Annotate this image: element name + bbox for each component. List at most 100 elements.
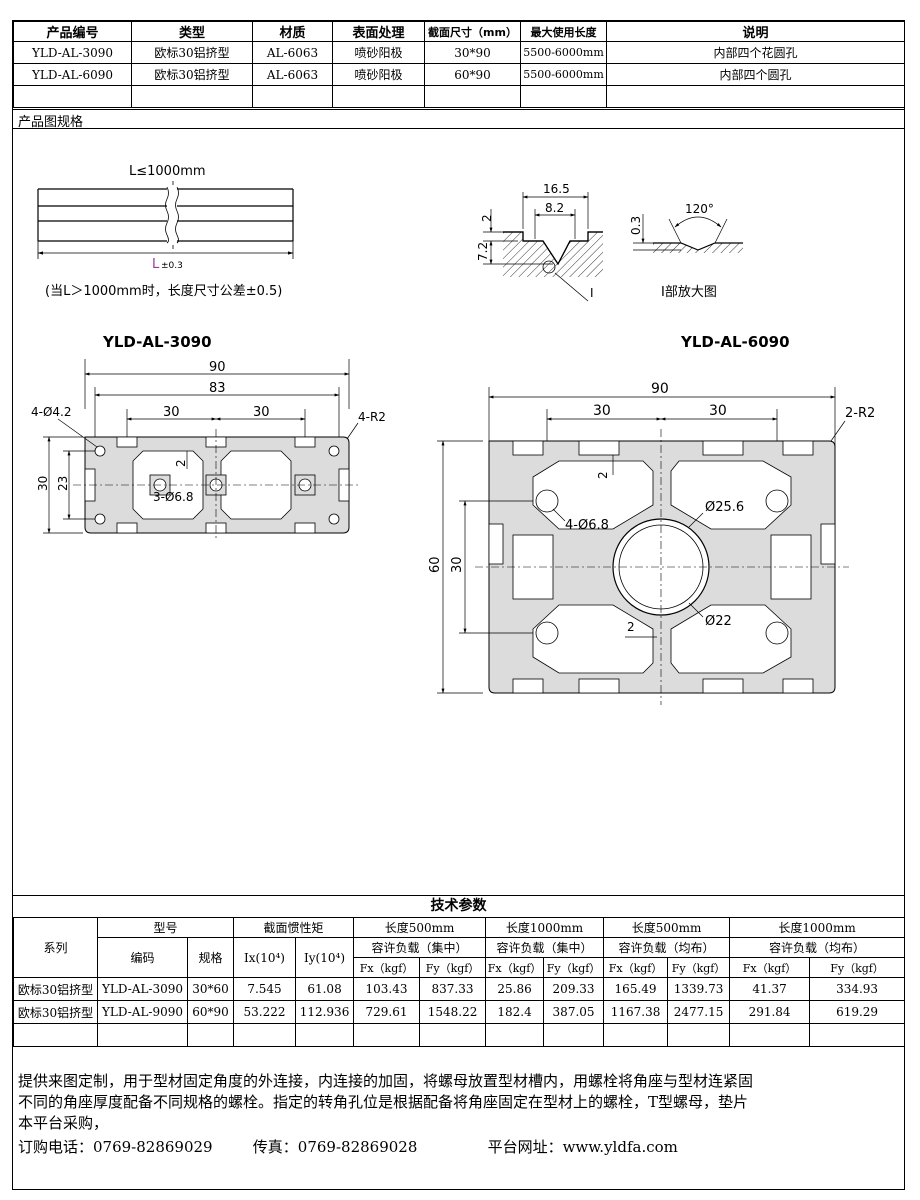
- cell: 30*60: [186, 977, 235, 1001]
- contact-fax: 传真：0769-82869028: [252, 1138, 418, 1156]
- note-line: 不同的角座厚度配备不同规格的螺栓。指定的转角孔位是根据配备将角座固定在型材上的螺…: [18, 1093, 749, 1111]
- cell: 欧标30铝挤型: [13, 977, 98, 1001]
- cell: [13, 1023, 98, 1047]
- cell: [667, 1023, 731, 1047]
- drawing-3090-dim-2: 2: [174, 459, 188, 467]
- cell: 387.05: [543, 1000, 605, 1024]
- detail-drawing: I 16.5 8.2 2 7.2 120° 0.3: [476, 182, 743, 302]
- fy-header: Fy（kgf）: [419, 957, 487, 978]
- fx-header: Fx（kgf）: [603, 957, 669, 978]
- drawing-3090-title: YLD-AL-3090: [102, 333, 212, 351]
- tech-params-title: 技术参数: [430, 898, 487, 914]
- cell: 60*90: [424, 63, 521, 86]
- table-row: 欧标30铝挤型 YLD-AL-9090 60*90 53.222 112.936…: [13, 1000, 906, 1024]
- detail-label-i: I: [590, 286, 594, 300]
- cell: 欧标30铝挤型: [13, 1000, 98, 1024]
- cell: 喷砂阳极: [332, 63, 425, 86]
- ix-header: Ix(10⁴): [233, 937, 297, 978]
- fy-header: Fy（kgf）: [543, 957, 605, 978]
- cell: 729.61: [353, 1000, 421, 1024]
- drawing-3090-radius-label: 4-R2: [358, 410, 386, 424]
- cell: [543, 1023, 605, 1047]
- length-bottom-label: L: [152, 257, 160, 272]
- cell: [729, 1023, 811, 1047]
- header-cell: 材质: [252, 21, 333, 42]
- drawing-6090-dim-2-top: 2: [596, 471, 610, 479]
- cell: 1167.38: [603, 1000, 669, 1024]
- drawing-6090-dia-22: Ø22: [705, 614, 732, 629]
- table-row: 系列 型号 截面惯性矩 长度500mm 长度1000mm 长度500mm 长度1…: [13, 917, 906, 978]
- cell: 60*90: [186, 1000, 235, 1024]
- length-drawing: L≤1000mm L ±0.3 (当L＞1000mm时，长度尺寸公差±0.5): [37, 164, 294, 299]
- cell: AL-6063: [252, 63, 333, 86]
- length-note: (当L＞1000mm时，长度尺寸公差±0.5): [45, 283, 282, 299]
- header-cell: 表面处理: [332, 21, 425, 42]
- product-table-header: 产品编号 类型 材质 表面处理 截面尺寸（mm） 最大使用长度 说明: [13, 21, 905, 42]
- load-header: 容许负载（均布）: [729, 937, 906, 958]
- section-label: 产品图规格: [18, 115, 84, 130]
- note-line: 本平台采购，: [18, 1114, 109, 1132]
- cell: [97, 1023, 188, 1047]
- detail-dim-8-2: 8.2: [545, 201, 564, 215]
- cell: 209.33: [543, 977, 605, 1001]
- cell: [419, 1023, 487, 1047]
- cell: [424, 85, 521, 108]
- drawing-6090-height-30: 30: [450, 556, 465, 573]
- length-tolerance: ±0.3: [161, 261, 183, 271]
- note-line: 提供来图定制，用于型材固定角度的外连接，内连接的加固，将螺母放置型材槽内，用螺栓…: [18, 1072, 754, 1090]
- cell: [295, 1023, 355, 1047]
- cell: 53.222: [233, 1000, 297, 1024]
- fy-header: Fy（kgf）: [809, 957, 906, 978]
- fx-header: Fx（kgf）: [729, 957, 811, 978]
- code-header: 编码: [97, 937, 188, 978]
- cell: [233, 1023, 297, 1047]
- cell: 欧标30铝挤型: [131, 41, 253, 64]
- load-header: 容许负载（均布）: [603, 937, 731, 958]
- divider: [13, 109, 904, 110]
- cell: 165.49: [603, 977, 669, 1001]
- cell: 5500-6000mm: [520, 63, 607, 86]
- drawing-6090-hole-label: 4-Ø6.8: [565, 518, 609, 533]
- spec-sheet: 产品编号 类型 材质 表面处理 截面尺寸（mm） 最大使用长度 说明 YLD-A…: [12, 20, 906, 1190]
- table-row: [13, 1023, 906, 1047]
- len500-header-a: 长度500mm: [353, 917, 487, 938]
- model-header: 型号: [96, 917, 235, 938]
- inertia-header: 截面惯性矩: [233, 917, 355, 938]
- cell: 7.545: [233, 977, 297, 1001]
- length-top-label: L≤1000mm: [129, 164, 206, 179]
- fx-header: Fx（kgf）: [353, 957, 421, 978]
- cell: [13, 85, 132, 108]
- cell: 30*90: [424, 41, 521, 64]
- cell: 61.08: [295, 977, 355, 1001]
- drawing-3090-height-30: 30: [36, 476, 50, 491]
- cell: [131, 85, 253, 108]
- divider: [13, 895, 904, 896]
- drawing-6090-dim-30a: 30: [593, 403, 611, 419]
- cell: [485, 1023, 545, 1047]
- cell: 334.93: [809, 977, 906, 1001]
- technical-drawings: L≤1000mm L ±0.3 (当L＞1000mm时，长度尺寸公差±0.5): [31, 164, 875, 705]
- cell: 25.86: [485, 977, 545, 1001]
- cell: 喷砂阳极: [332, 41, 425, 64]
- load-header: 容许负载（集中）: [485, 937, 605, 958]
- cell: 1548.22: [419, 1000, 487, 1024]
- drawing-6090-radius-label: 2-R2: [845, 406, 875, 421]
- len1000-header-b: 长度1000mm: [729, 917, 906, 938]
- drawing-3090-dim-30a: 30: [163, 405, 180, 420]
- cell: 5500-6000mm: [520, 41, 607, 64]
- cell: 837.33: [419, 977, 487, 1001]
- cell: 2477.15: [667, 1000, 731, 1024]
- cell: 103.43: [353, 977, 421, 1001]
- detail-dim-16-5: 16.5: [543, 182, 570, 196]
- cell: [186, 1023, 235, 1047]
- cell: 内部四个圆孔: [606, 63, 905, 86]
- cell: 1339.73: [667, 977, 731, 1001]
- detail-dim-7-2: 7.2: [476, 242, 490, 261]
- drawing-6090-dim-2-bottom: 2: [627, 620, 635, 634]
- contact-website: 平台网址：www.yldfa.com: [487, 1138, 678, 1156]
- cell: AL-6063: [252, 41, 333, 64]
- detail-dim-2: 2: [480, 214, 494, 222]
- product-table: 产品编号 类型 材质 表面处理 截面尺寸（mm） 最大使用长度 说明 YLD-A…: [13, 21, 905, 108]
- fy-header: Fy（kgf）: [667, 957, 731, 978]
- drawing-6090-title: YLD-AL-6090: [680, 333, 790, 351]
